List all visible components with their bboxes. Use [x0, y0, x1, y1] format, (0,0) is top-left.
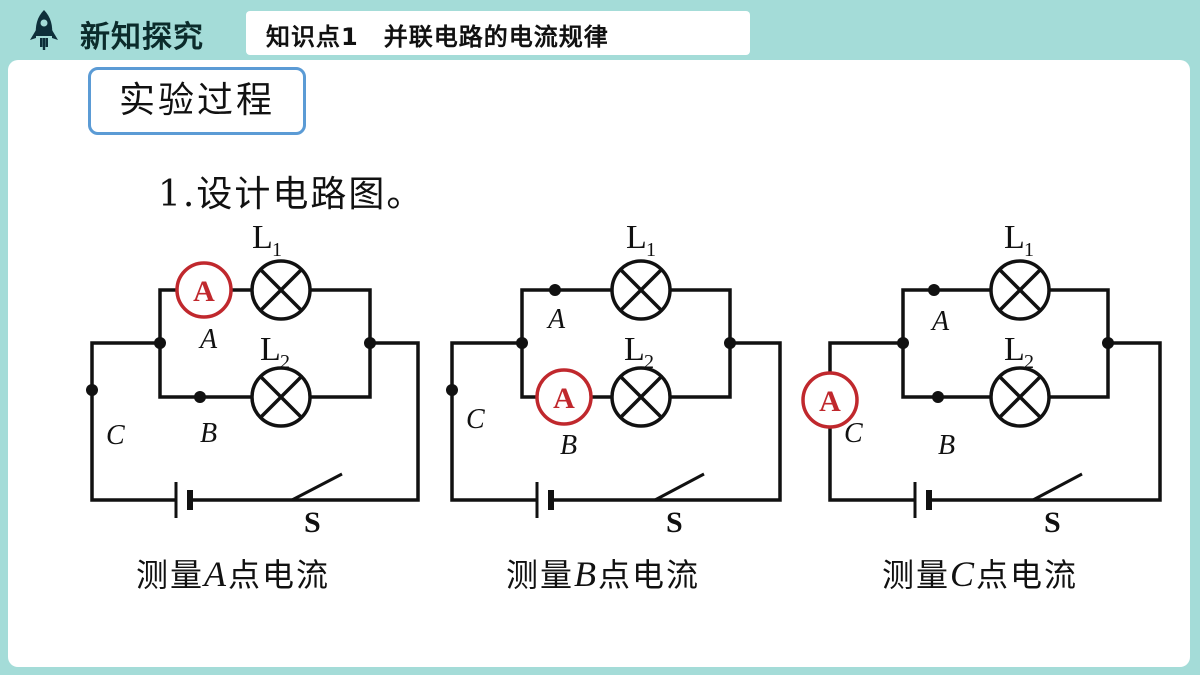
lamp-l2-label: L — [624, 331, 645, 368]
section-title: 新知探究 — [80, 20, 204, 55]
wire — [520, 343, 537, 399]
wire — [158, 343, 252, 399]
nodes-c — [897, 284, 1114, 403]
caption-variable: C — [950, 554, 977, 594]
point-b-node — [932, 391, 944, 403]
junction-node — [1102, 337, 1114, 349]
point-c-label: C — [106, 420, 125, 451]
topic-banner — [246, 11, 750, 55]
wire — [901, 288, 991, 343]
step-heading: 1.设计电路图。 — [158, 174, 425, 215]
nodes-b — [446, 284, 736, 396]
lamp-l1-subscript: 1 — [646, 239, 656, 261]
topic-title: 知识点1 并联电路的电流规律 — [266, 23, 609, 51]
wire — [310, 288, 372, 399]
point-a-node — [549, 284, 561, 296]
lamps-b — [610, 259, 672, 428]
caption-variable: B — [574, 554, 599, 594]
junction-node — [516, 337, 528, 349]
caption-c: 测量C点电流 — [882, 550, 1078, 596]
caption-text: 点电流 — [228, 556, 331, 594]
wire — [158, 288, 176, 343]
ammeter-a: A — [175, 261, 233, 319]
wire — [520, 288, 612, 343]
svg-text:A: A — [819, 385, 841, 418]
point-c-label: C — [466, 404, 485, 435]
nodes-a — [86, 337, 376, 403]
rocket-icon — [30, 10, 58, 50]
lamp-l2-label: L — [1004, 331, 1025, 368]
lamp-l1-subscript: 1 — [1024, 239, 1034, 261]
point-b-label: B — [938, 430, 955, 461]
caption-text: 点电流 — [976, 556, 1079, 594]
lamps-c — [989, 259, 1051, 428]
wire — [450, 341, 537, 502]
lamp-l1-subscript: 1 — [272, 239, 282, 261]
point-c-node — [86, 384, 98, 396]
lamp-l1-label: L — [252, 219, 273, 256]
ammeter-c: A — [801, 371, 859, 429]
point-c-node — [446, 384, 458, 396]
svg-text:A: A — [553, 382, 575, 415]
switch-label: S — [1044, 506, 1061, 539]
caption-text: 测量 — [136, 556, 205, 594]
svg-text:A: A — [193, 275, 215, 308]
slide-header: 新知探究 知识点1 并联电路的电流规律 — [0, 0, 1200, 60]
caption-variable: A — [204, 554, 229, 594]
lamp-l1-cross — [258, 267, 304, 313]
ammeter-b: A — [535, 368, 593, 426]
wire — [828, 341, 903, 373]
process-tag: 实验过程 — [88, 67, 306, 135]
caption-text: 测量 — [506, 556, 575, 594]
lamp-l2-subscript: 2 — [644, 351, 654, 373]
lamp-l2-cross — [258, 374, 304, 420]
lamp-l1-cross — [997, 267, 1043, 313]
wire — [1049, 288, 1110, 399]
junction-node — [154, 337, 166, 349]
lamps-a — [250, 259, 312, 428]
lamp-l2-label: L — [260, 331, 281, 368]
labels-c: L 1 L 2 A B C S — [844, 219, 1061, 539]
switch-lever — [1032, 472, 1083, 502]
wire — [190, 341, 420, 502]
labels-b: L 1 L 2 A B C S — [466, 219, 683, 539]
lamp-l2-cross — [618, 374, 664, 420]
caption-text: 点电流 — [598, 556, 701, 594]
content-panel — [8, 60, 1190, 667]
point-a-node — [928, 284, 940, 296]
lamp-l2-cross — [997, 374, 1043, 420]
junction-node — [724, 337, 736, 349]
lamp-l1-label: L — [1004, 219, 1025, 256]
lamp-l2-subscript: 2 — [1024, 351, 1034, 373]
switch-lever — [291, 472, 343, 502]
point-b-label: B — [560, 430, 577, 461]
junction-node — [364, 337, 376, 349]
wire — [670, 288, 732, 399]
point-a-label: A — [930, 306, 950, 337]
wire — [929, 341, 1162, 502]
wire — [551, 341, 782, 502]
wire — [901, 343, 991, 399]
lamp-l1-cross — [618, 267, 664, 313]
lamp-l1-label: L — [626, 219, 647, 256]
point-c-label: C — [844, 418, 863, 449]
point-a-label: A — [546, 304, 566, 335]
junction-node — [897, 337, 909, 349]
circuit-diagram-a — [90, 288, 420, 518]
caption-b: 测量B点电流 — [506, 550, 700, 596]
switch-label: S — [666, 506, 683, 539]
switch-lever — [654, 472, 705, 502]
labels-a: L 1 L 2 A B C S — [106, 219, 321, 539]
wire — [828, 427, 915, 502]
point-b-node — [194, 391, 206, 403]
point-b-label: B — [200, 418, 217, 449]
switch-label: S — [304, 506, 321, 539]
caption-text: 测量 — [882, 556, 951, 594]
point-a-label: A — [198, 324, 218, 355]
caption-a: 测量A点电流 — [136, 550, 330, 596]
wire — [90, 341, 176, 502]
lamp-l2-subscript: 2 — [280, 351, 290, 373]
